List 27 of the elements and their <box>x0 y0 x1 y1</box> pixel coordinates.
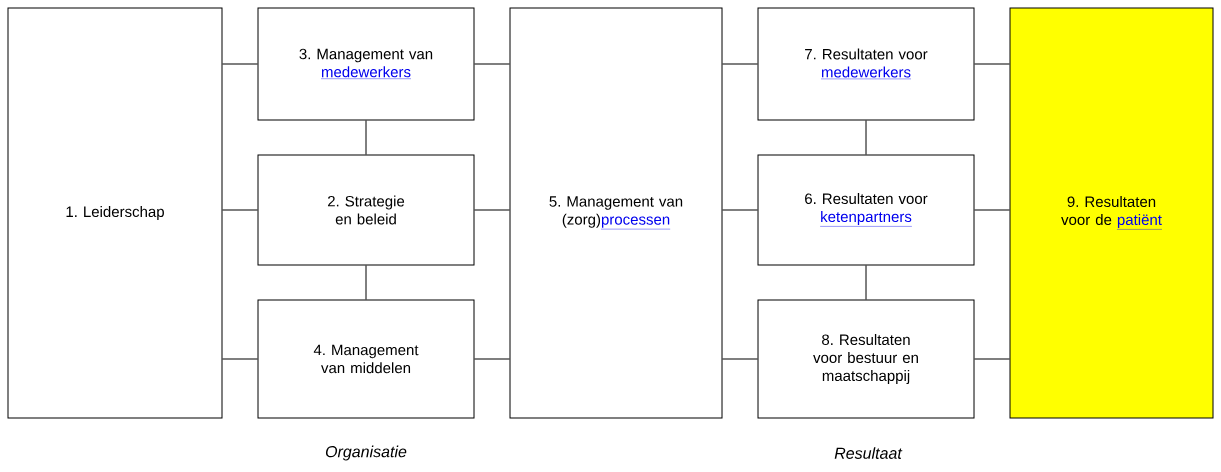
result-box: 9. Resultaten voor de patiënt <box>1009 7 1214 419</box>
connector-line <box>974 358 1010 360</box>
connector-line <box>974 63 1010 65</box>
connector-line <box>722 209 758 211</box>
connector-line <box>222 63 258 65</box>
connector-line <box>222 209 258 211</box>
process-box: 6. Resultaten voor ketenpartners <box>757 154 975 266</box>
process-box: 2. Strategie en beleid <box>257 154 475 266</box>
connector-line <box>365 120 367 155</box>
process-box: 8. Resultaten voor bestuur en maatschappij <box>757 299 975 419</box>
connector-line <box>474 358 510 360</box>
process-box: 7. Resultaten voor medewerkers <box>757 7 975 121</box>
connector-line <box>974 209 1010 211</box>
connector-line <box>722 63 758 65</box>
connector-line <box>474 63 510 65</box>
connector-line <box>222 358 258 360</box>
process-box: 1. Leiderschap <box>7 7 223 419</box>
process-box: 4. Management van middelen <box>257 299 475 419</box>
connector-line <box>365 265 367 300</box>
section-label: Resultaat <box>834 447 903 459</box>
process-box: 5. Management van (zorg)processen <box>509 7 723 419</box>
section-label: Organisatie <box>325 445 407 461</box>
connector-line <box>865 120 867 155</box>
connector-line <box>865 265 867 300</box>
connector-line <box>722 358 758 360</box>
connector-line <box>474 209 510 211</box>
process-box: 3. Management van medewerkers <box>257 7 475 121</box>
